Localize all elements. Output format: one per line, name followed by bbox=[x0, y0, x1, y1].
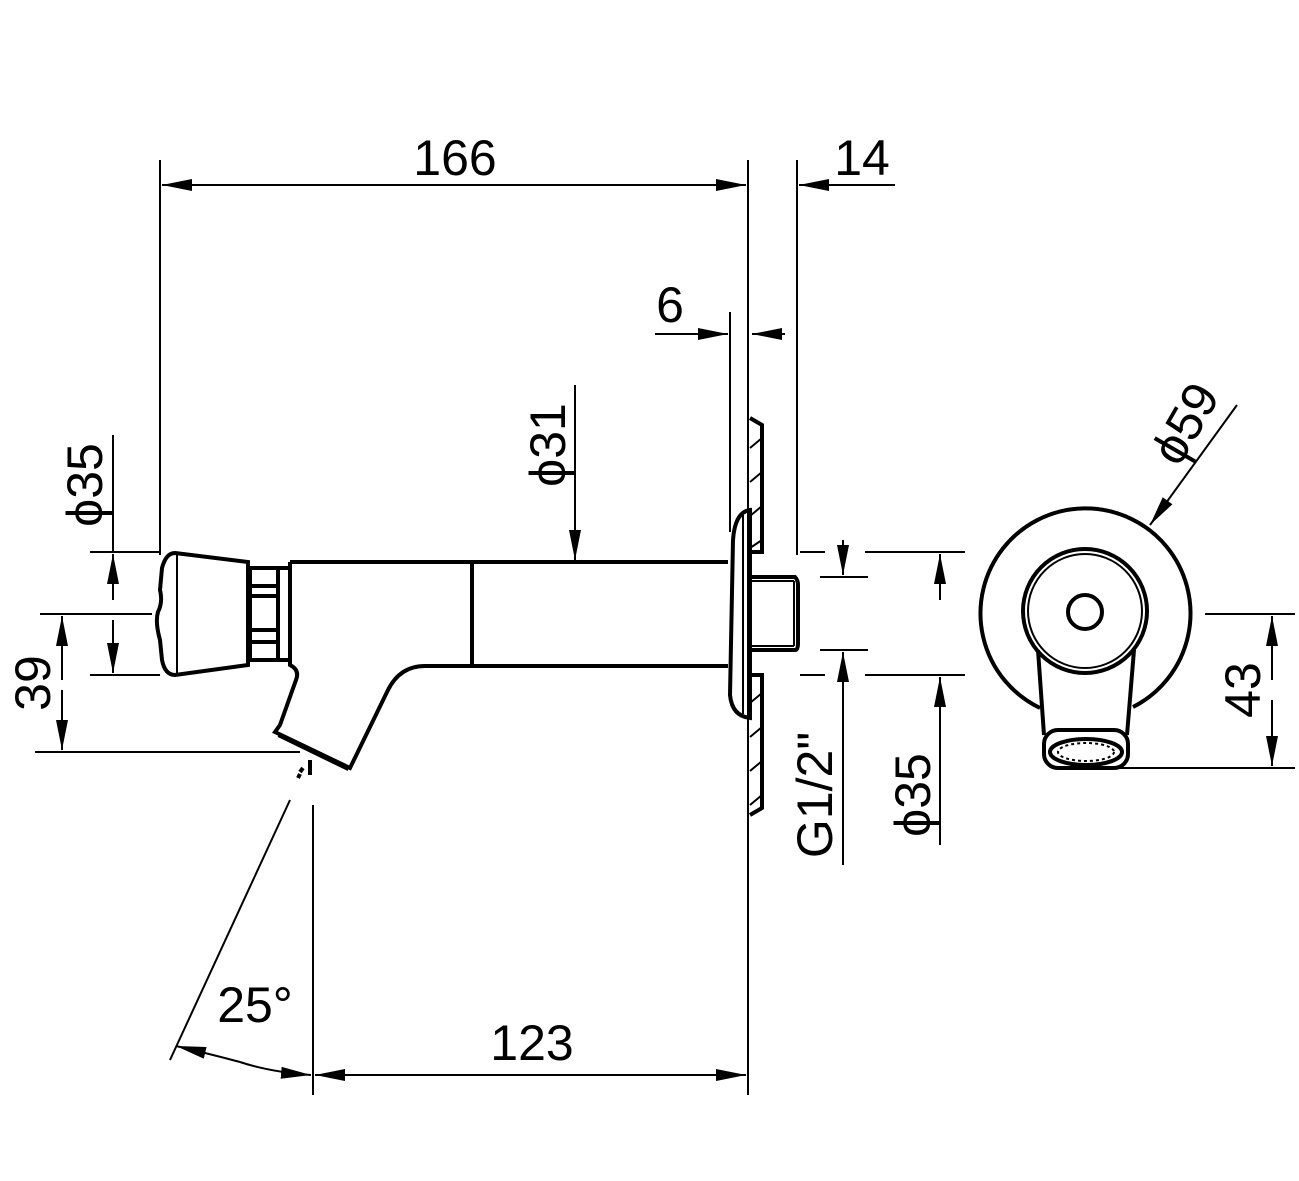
dimension-inlet-diameter: ϕ35 bbox=[885, 554, 946, 845]
dim-inlet-diameter-label: ϕ35 bbox=[885, 753, 941, 837]
dimension-39: 39 bbox=[5, 613, 300, 753]
dimension-knob-diameter: ϕ35 bbox=[57, 435, 160, 676]
dimension-angle: 25° bbox=[175, 977, 312, 1079]
dim-pipe-diameter-label: ϕ31 bbox=[520, 403, 576, 487]
water-stream-icon bbox=[296, 760, 312, 779]
dim-plate-thickness-label: 6 bbox=[656, 277, 684, 333]
dim-spray-angle-label: 25° bbox=[217, 977, 293, 1033]
valve-body bbox=[271, 560, 728, 771]
tap-front-view: ϕ59 bbox=[978, 373, 1238, 770]
dim-knob-height-label: 39 bbox=[5, 655, 61, 711]
tap-side-view bbox=[154, 550, 728, 1095]
dimension-166: 166 bbox=[159, 130, 749, 1095]
dimension-43: 43 bbox=[1110, 613, 1295, 769]
dim-front-height-label: 43 bbox=[1215, 662, 1271, 718]
dim-thread-label: G1/2" bbox=[787, 732, 843, 858]
wall-flange bbox=[727, 416, 800, 817]
dimension-14: 14 bbox=[796, 130, 895, 555]
dim-outlet-projection-label: 123 bbox=[490, 1015, 573, 1071]
dim-overall-length-label: 166 bbox=[413, 130, 496, 186]
dim-rosette-diameter-label: ϕ59 bbox=[1140, 373, 1230, 473]
dim-knob-diameter-label: ϕ35 bbox=[57, 443, 113, 527]
dimension-6: 6 bbox=[655, 277, 785, 532]
dim-wall-offset-label: 14 bbox=[834, 130, 890, 186]
dimension-thread: G1/2" bbox=[787, 540, 965, 865]
dimension-pipe-diameter: ϕ31 bbox=[520, 385, 581, 560]
dimension-123: 123 bbox=[315, 1015, 746, 1081]
push-button-knob bbox=[154, 550, 250, 678]
rosette bbox=[978, 506, 1193, 710]
